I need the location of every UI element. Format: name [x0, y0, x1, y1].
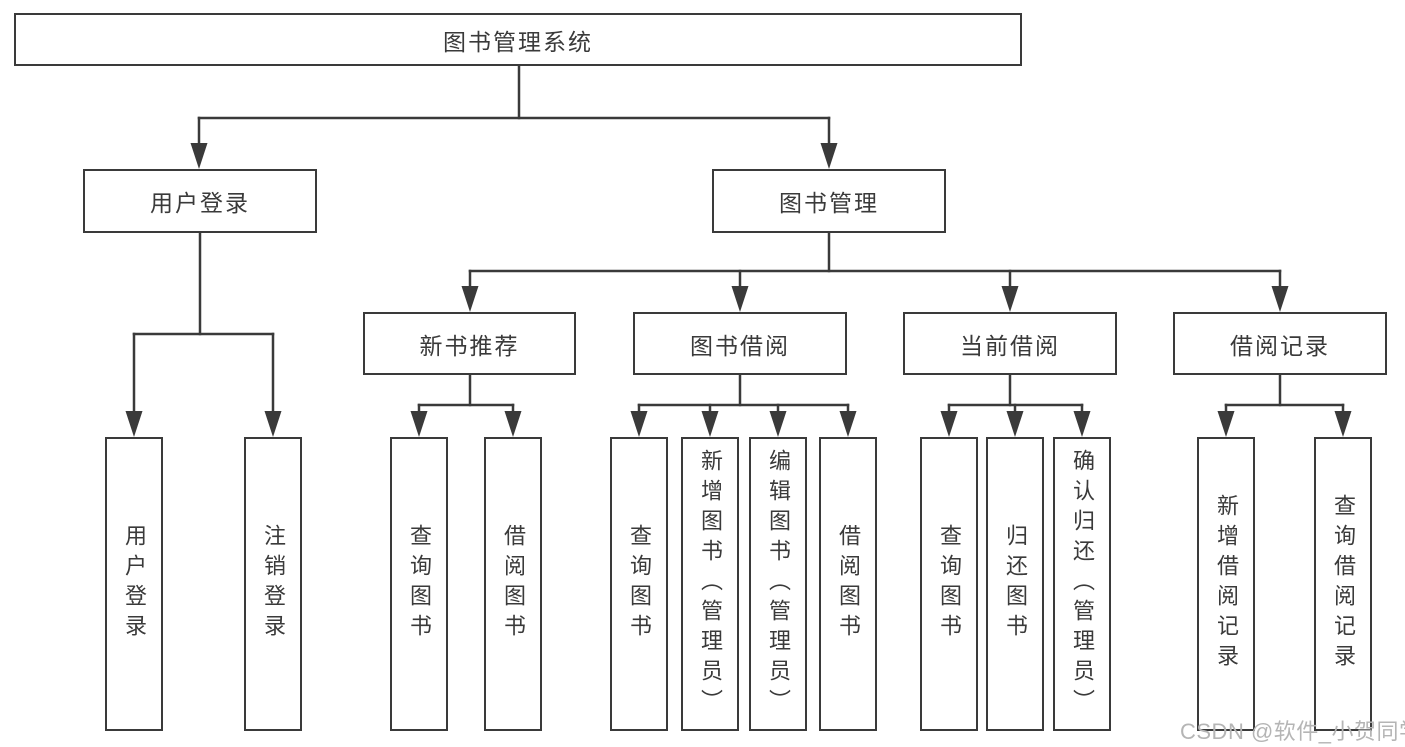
leaf-query-borrow-record: 查询借阅记录	[1314, 437, 1372, 731]
leaf-current-query-book: 查询图书	[920, 437, 978, 731]
node-borrow-records-label: 借阅记录	[1230, 332, 1330, 359]
leaf-query-borrow-record-label: 查询借阅记录	[1331, 494, 1356, 674]
node-book-borrow-label: 图书借阅	[690, 332, 790, 359]
node-book-borrow: 图书借阅	[633, 312, 847, 375]
leaf-edit-book-admin-label: 编辑图书（管理员）	[766, 449, 791, 719]
node-new-book-recommend: 新书推荐	[363, 312, 576, 375]
node-library-system-label: 图书管理系统	[443, 28, 593, 55]
node-library-system: 图书管理系统	[14, 13, 1022, 66]
leaf-borrow-book-label: 借阅图书	[836, 524, 861, 644]
leaf-borrow-book: 借阅图书	[819, 437, 877, 731]
leaf-confirm-return-admin: 确认归还（管理员）	[1053, 437, 1111, 731]
node-book-management-label: 图书管理	[779, 190, 879, 216]
leaf-edit-book-admin: 编辑图书（管理员）	[749, 437, 807, 731]
leaf-recommend-query-book-label: 查询图书	[407, 524, 432, 644]
leaf-current-query-book-label: 查询图书	[937, 524, 962, 644]
leaf-return-book: 归还图书	[986, 437, 1044, 731]
node-user-login-label: 用户登录	[150, 190, 250, 216]
csdn-watermark: CSDN @软件_小贺同学	[1180, 719, 1405, 744]
leaf-recommend-borrow-book-label: 借阅图书	[501, 524, 526, 644]
leaf-confirm-return-admin-label: 确认归还（管理员）	[1070, 449, 1095, 719]
leaf-user-login-label: 用户登录	[122, 524, 147, 644]
node-borrow-records: 借阅记录	[1173, 312, 1387, 375]
node-new-book-recommend-label: 新书推荐	[419, 332, 520, 359]
node-book-management: 图书管理	[712, 169, 946, 233]
node-current-borrow: 当前借阅	[903, 312, 1117, 375]
leaf-add-borrow-record-label: 新增借阅记录	[1214, 494, 1239, 674]
leaf-return-book-label: 归还图书	[1003, 524, 1028, 644]
leaf-logout: 注销登录	[244, 437, 302, 731]
leaf-user-login: 用户登录	[105, 437, 163, 731]
leaf-recommend-borrow-book: 借阅图书	[484, 437, 542, 731]
leaf-add-borrow-record: 新增借阅记录	[1197, 437, 1255, 731]
leaf-recommend-query-book: 查询图书	[390, 437, 448, 731]
leaf-add-book-admin-label: 新增图书（管理员）	[698, 449, 723, 719]
node-current-borrow-label: 当前借阅	[960, 332, 1060, 359]
leaf-logout-label: 注销登录	[261, 524, 286, 644]
leaf-borrow-query-book: 查询图书	[610, 437, 668, 731]
leaf-add-book-admin: 新增图书（管理员）	[681, 437, 739, 731]
node-user-login: 用户登录	[83, 169, 317, 233]
leaf-borrow-query-book-label: 查询图书	[627, 524, 652, 644]
